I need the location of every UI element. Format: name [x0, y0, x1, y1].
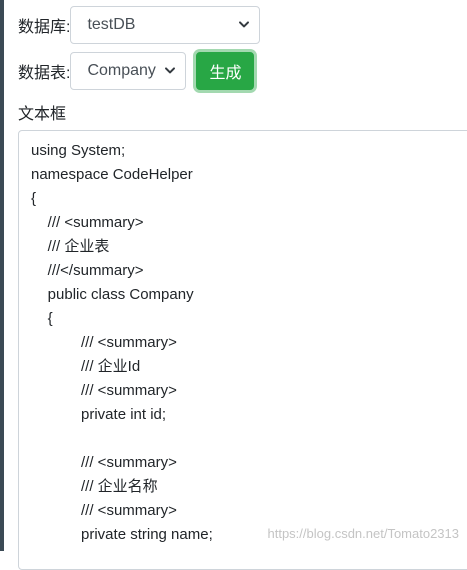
code-line: /// <summary> — [31, 499, 467, 523]
chevron-down-icon — [238, 18, 250, 30]
database-select-value: testDB — [87, 16, 135, 34]
code-line — [31, 427, 467, 451]
code-line: ///</summary> — [31, 259, 467, 283]
table-select-value: Company — [87, 62, 155, 80]
code-line: /// 企业Id — [31, 355, 467, 379]
code-line: using System; — [31, 139, 467, 163]
code-line: private int id; — [31, 403, 467, 427]
textbox-label: 文本框 — [18, 100, 66, 124]
watermark: https://blog.csdn.net/Tomato2313 — [267, 526, 459, 541]
code-line: { — [31, 187, 467, 211]
code-line: /// 企业表 — [31, 235, 467, 259]
code-line: namespace CodeHelper — [31, 163, 467, 187]
code-textarea[interactable]: using System; namespace CodeHelper { ///… — [18, 130, 467, 570]
generate-button[interactable]: 生成 — [196, 52, 254, 90]
generate-button-label: 生成 — [209, 59, 241, 83]
textbox-label-row: 文本框 — [18, 100, 66, 124]
table-label: 数据表: — [18, 59, 70, 83]
table-row: 数据表: Company 生成 — [18, 52, 254, 90]
code-line: /// <summary> — [31, 379, 467, 403]
code-line: /// <summary> — [31, 211, 467, 235]
code-line: /// <summary> — [31, 331, 467, 355]
code-line: { — [31, 307, 467, 331]
code-line: /// 企业名称 — [31, 475, 467, 499]
code-line: /// <summary> — [31, 451, 467, 475]
table-select[interactable]: Company — [70, 52, 186, 90]
database-select[interactable]: testDB — [70, 6, 260, 44]
code-line: public class Company — [31, 283, 467, 307]
database-label: 数据库: — [18, 13, 70, 37]
database-row: 数据库: testDB — [18, 6, 260, 44]
window-left-edge — [0, 0, 4, 551]
chevron-down-icon — [164, 64, 176, 76]
